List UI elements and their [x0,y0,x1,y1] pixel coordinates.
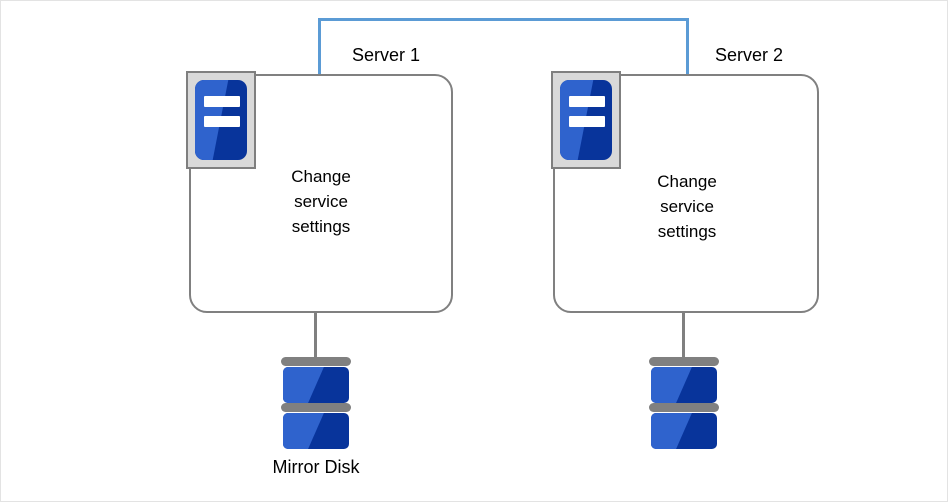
server-icon-slot-bottom [204,116,240,127]
mirror-disk-label: Mirror Disk [272,457,360,477]
server-1-label: Server 1 [351,45,421,65]
server-icon-slot-bottom [569,116,605,127]
server-1-disk-connector [314,313,317,357]
interconnect-link [318,18,689,74]
server-icon [551,71,621,169]
server-2-label: Server 2 [714,45,784,65]
server-2-disk-connector [682,313,685,357]
server-icon-slot-top [569,96,605,107]
disk-band-middle [649,403,719,412]
disk-band-top [649,357,719,366]
server-icon-chassis [195,80,247,160]
disk-icon [281,353,351,453]
server-2-body-text: Change service settings [657,172,717,241]
server-icon [186,71,256,169]
server-icon-slot-top [204,96,240,107]
disk-platter-bottom [283,413,349,449]
disk-band-top [281,357,351,366]
disk-platter-top [651,367,717,403]
disk-icon [649,353,719,453]
disk-band-middle [281,403,351,412]
server-1-body-text: Change service settings [291,167,351,236]
disk-platter-bottom [651,413,717,449]
server-icon-chassis [560,80,612,160]
disk-platter-top [283,367,349,403]
